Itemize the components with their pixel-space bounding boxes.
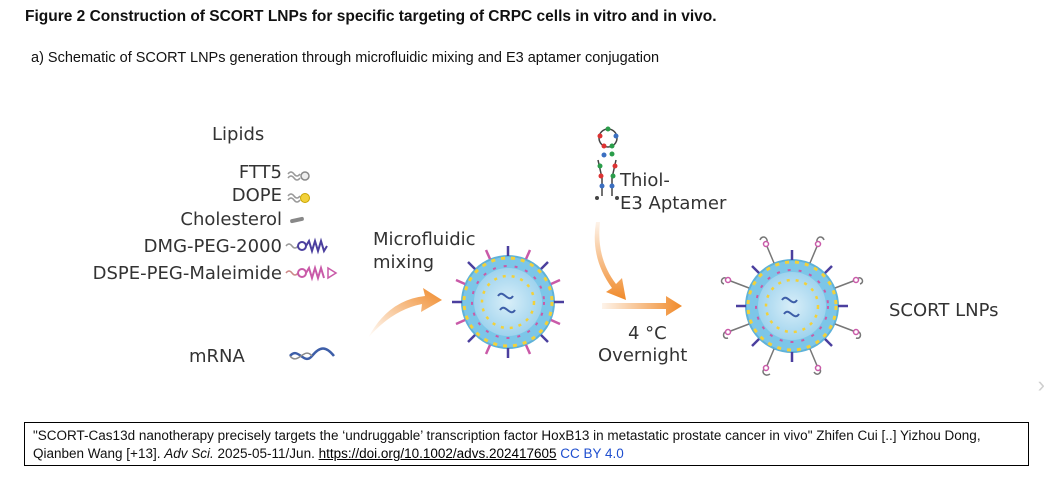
lipids-heading: Lipids xyxy=(212,124,265,145)
figure-subtitle: a) Schematic of SCORT LNPs generation th… xyxy=(31,50,660,66)
aptamer-icon xyxy=(595,126,619,200)
next-chevron-icon[interactable]: › xyxy=(1037,372,1045,397)
lnp-particle xyxy=(452,246,564,358)
aptamer-label-line1: Thiol- xyxy=(620,170,670,191)
citation-box: "SCORT-Cas13d nanotherapy precisely targ… xyxy=(24,422,1029,466)
scort-lnp-particle xyxy=(720,236,864,376)
figure-title: Figure 2 Construction of SCORT LNPs for … xyxy=(25,8,717,25)
step1-label-line1: Microfluidic xyxy=(373,229,476,250)
lipid-dmg-peg: DMG-PEG-2000 xyxy=(143,236,282,257)
cholesterol-icon xyxy=(290,216,304,224)
conjugation-arrow xyxy=(602,296,682,316)
dspe-peg-maleimide-icon xyxy=(285,264,338,282)
product-label: SCORT LNPs xyxy=(889,300,999,321)
citation-journal: Adv Sci. xyxy=(164,446,214,461)
doi-link[interactable]: https://doi.org/10.1002/advs.202417605 xyxy=(318,446,557,461)
lipid-ftt5: FTT5 xyxy=(238,162,282,183)
mrna-label: mRNA xyxy=(189,346,245,367)
citation-date: 2025-05-11/Jun. xyxy=(213,446,319,461)
citation-text: "SCORT-Cas13d nanotherapy precisely targ… xyxy=(33,428,981,461)
step1-label-line2: mixing xyxy=(373,252,435,273)
license-link[interactable]: CC BY 4.0 xyxy=(560,446,624,461)
aptamer-label-line2: E3 Aptamer xyxy=(620,193,727,214)
ftt5-icon xyxy=(287,171,310,181)
lipid-cholesterol: Cholesterol xyxy=(180,209,282,230)
mixing-arrow xyxy=(368,288,442,338)
mrna-icon xyxy=(289,347,335,361)
aptamer-arrow xyxy=(594,222,626,300)
step2-label-line2: Overnight xyxy=(598,345,688,366)
lipid-dope: DOPE xyxy=(231,185,282,206)
dmg-peg-icon xyxy=(285,237,328,255)
step2-label-line1: 4 °C xyxy=(628,323,667,344)
lipid-dspe-peg-maleimide: DSPE-PEG-Maleimide xyxy=(92,263,282,284)
dope-icon xyxy=(287,193,310,203)
